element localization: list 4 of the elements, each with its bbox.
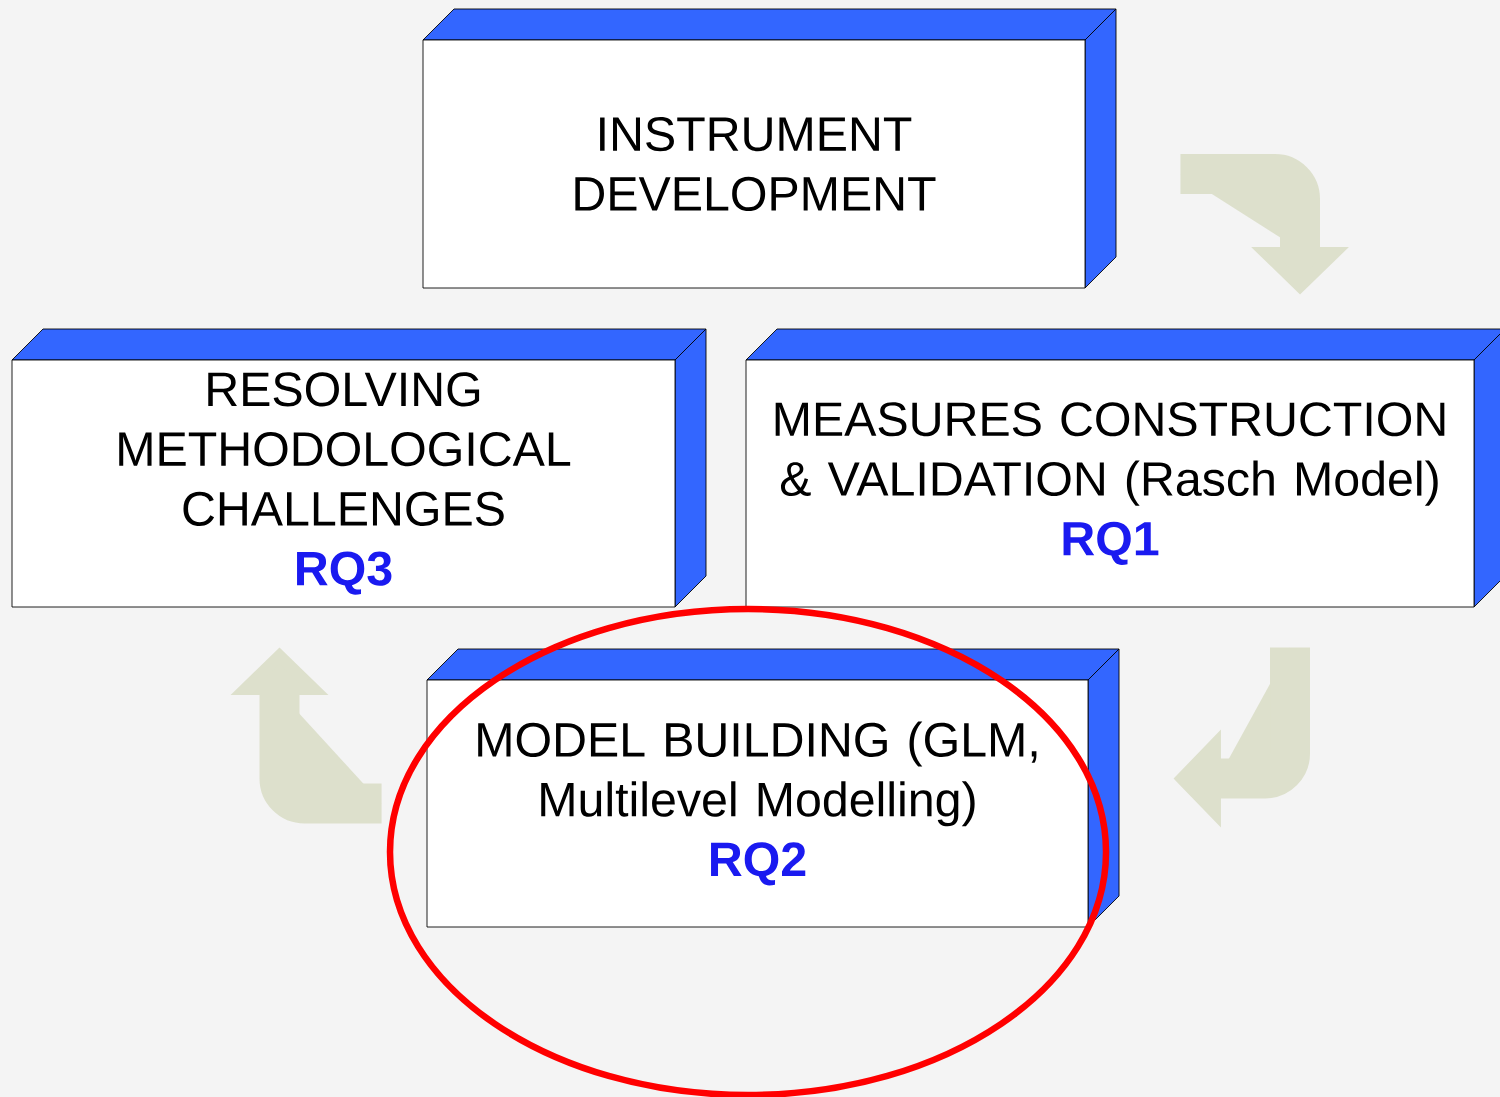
process-box: INSTRUMENT DEVELOPMENT (422, 8, 1117, 289)
process-box: MEASURES CONSTRUCTION & VALIDATION (Rasch Model) RQ1 (745, 328, 1500, 608)
process-box: MODEL BUILDING (GLM, Multilevel Modelling) RQ2 (426, 648, 1120, 928)
process-box: RESOLVING METHODOLOGICAL CHALLENGES RQ3 (11, 328, 707, 608)
